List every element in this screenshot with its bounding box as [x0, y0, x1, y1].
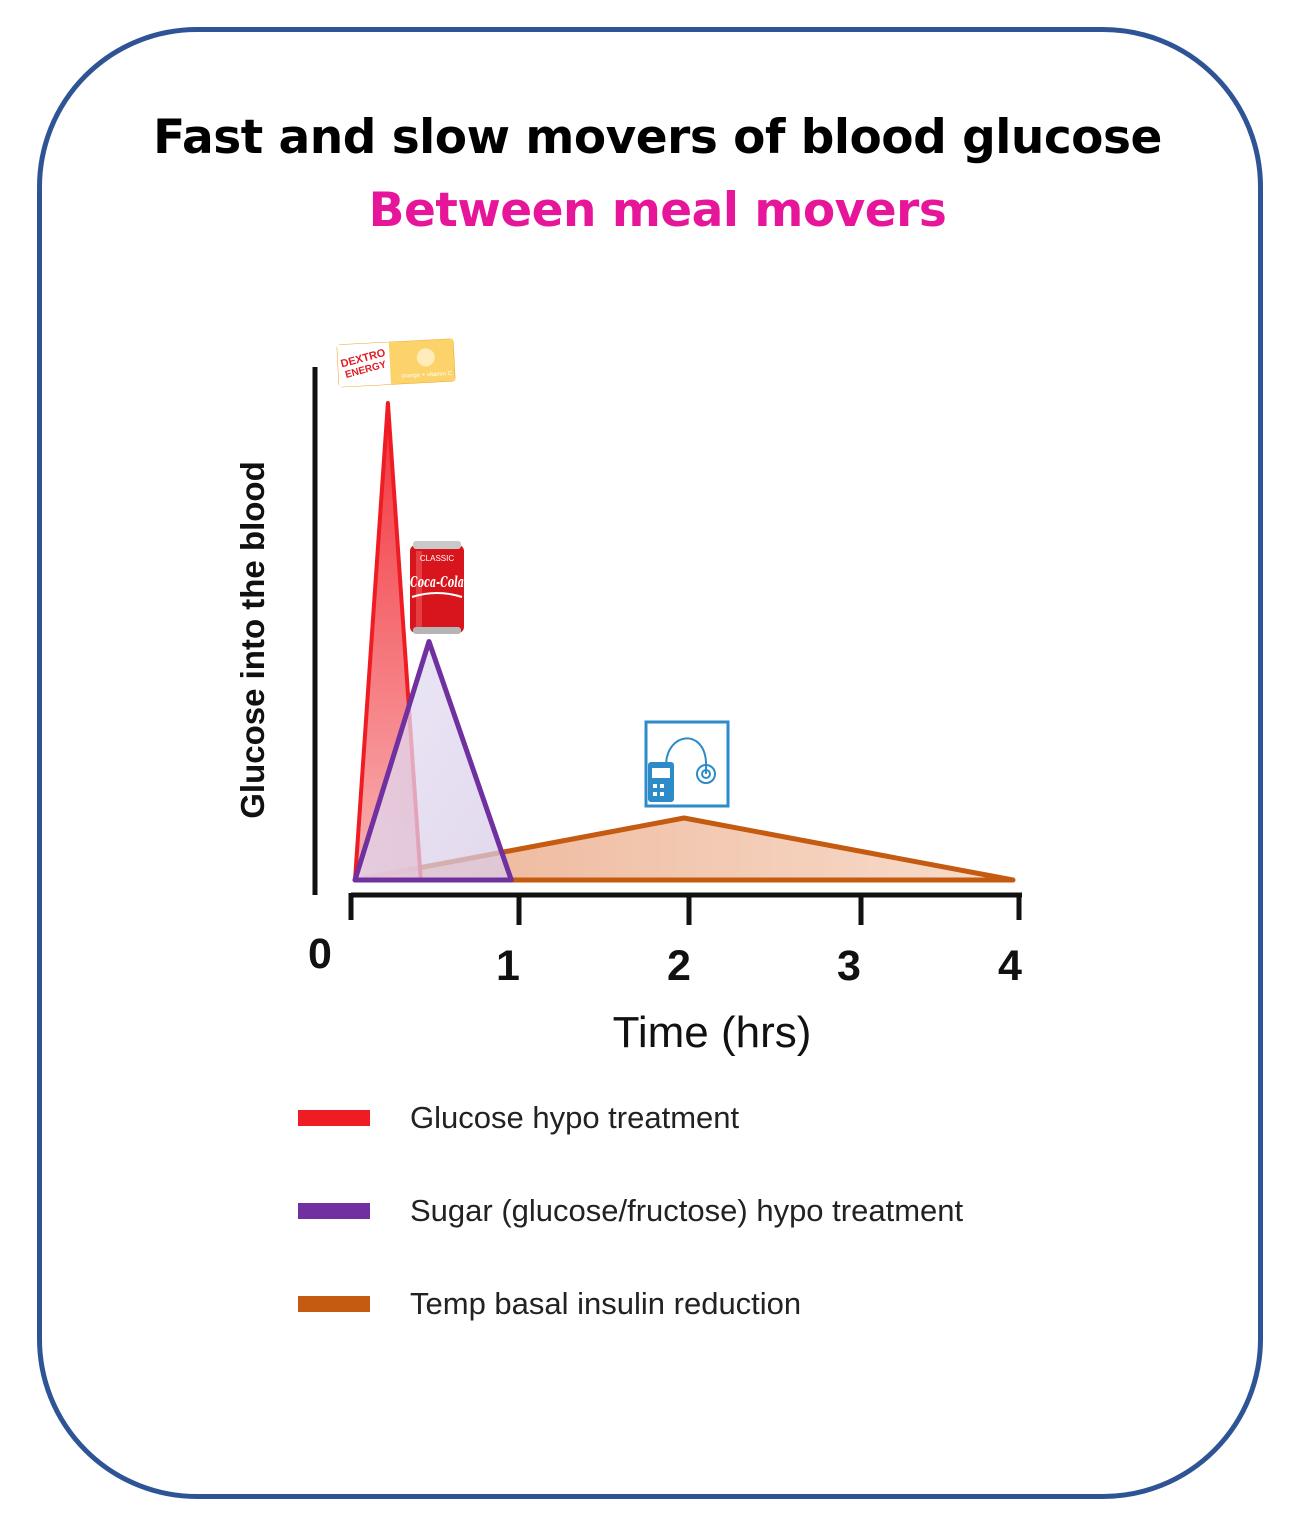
- x-tick-label-2: 2: [667, 942, 691, 990]
- legend-label-basal: Temp basal insulin reduction: [410, 1286, 802, 1321]
- can-label-brand: Coca-Cola: [410, 573, 464, 591]
- x-tick-label-4: 4: [998, 942, 1022, 990]
- legend-item-sugar: Sugar (glucose/fructose) hypo treatment: [298, 1188, 1098, 1238]
- x-tick-label-0: 0: [308, 930, 332, 978]
- legend-swatch-basal: [298, 1296, 370, 1312]
- chart-title: Fast and slow movers of blood glucose: [153, 110, 1162, 165]
- insulin-pump-icon: [644, 720, 730, 808]
- legend-item-glucose: Glucose hypo treatment: [298, 1095, 1098, 1145]
- series-area-sugar: [352, 639, 514, 883]
- dextro-energy-tablets-icon: DEXTRO ENERGY orange + vitamin C: [336, 338, 456, 388]
- legend-swatch-glucose: [298, 1110, 370, 1126]
- legend-label-glucose: Glucose hypo treatment: [410, 1100, 740, 1135]
- cola-can-icon: CLASSIC Coca-Cola: [410, 541, 464, 634]
- series-area-basal: [352, 815, 1016, 883]
- x-tick-label-1: 1: [496, 942, 520, 990]
- y-axis-label: Glucose into the blood: [234, 461, 271, 819]
- x-axis-label: Time (hrs): [613, 1008, 812, 1057]
- dextro-flavor: orange + vitamin C: [401, 371, 452, 380]
- chart-subtitle: Between meal movers: [368, 183, 947, 238]
- x-tick-label-3: 3: [837, 942, 861, 990]
- legend-label-sugar: Sugar (glucose/fructose) hypo treatment: [410, 1193, 964, 1228]
- legend-swatch-sugar: [298, 1203, 370, 1219]
- legend-item-basal: Temp basal insulin reduction: [298, 1281, 1098, 1331]
- can-label-classic: CLASSIC: [420, 554, 454, 563]
